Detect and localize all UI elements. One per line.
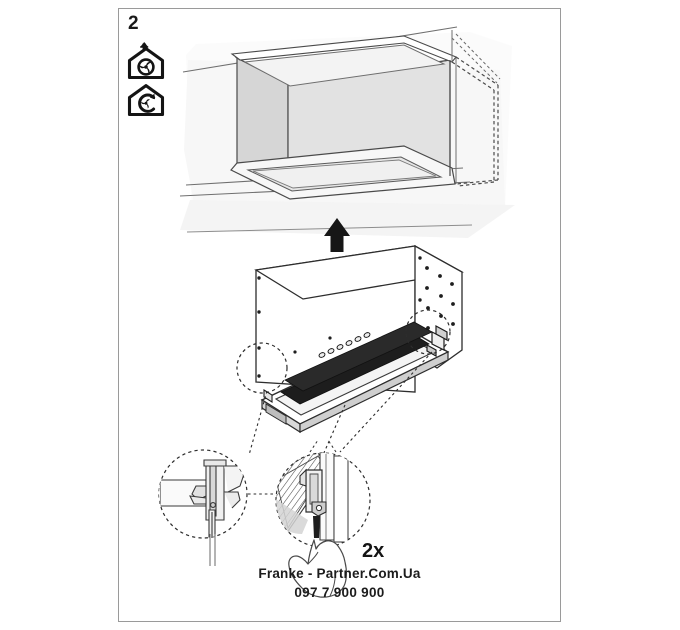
detail-clip-release [275, 452, 371, 598]
leader-lines [248, 351, 433, 495]
insertion-arrow-icon [324, 218, 350, 252]
watermark-site: Franke - Partner.Com.Ua [258, 566, 421, 581]
watermark-phone: 097 7 900 900 [294, 584, 385, 600]
watermark: Franke - Partner.Com.Ua 097 7 900 900 [118, 566, 561, 602]
hand-icon [288, 539, 347, 598]
detail-clip-cross-section [158, 449, 248, 566]
recirculation-mode-icon [127, 84, 165, 117]
cabinet-illustration [179, 26, 515, 238]
step-number: 2 [128, 13, 139, 34]
hood-illustration [236, 244, 464, 434]
mode-icon-group [126, 42, 172, 120]
ducted-exhaust-mode-icon [127, 42, 165, 80]
hood-clip-marker-right [405, 309, 451, 355]
quantity-label: 2x [362, 540, 385, 562]
sheet-border [118, 8, 561, 622]
hood-clip-marker-left [236, 342, 288, 394]
hood-control-buttons [318, 332, 371, 358]
